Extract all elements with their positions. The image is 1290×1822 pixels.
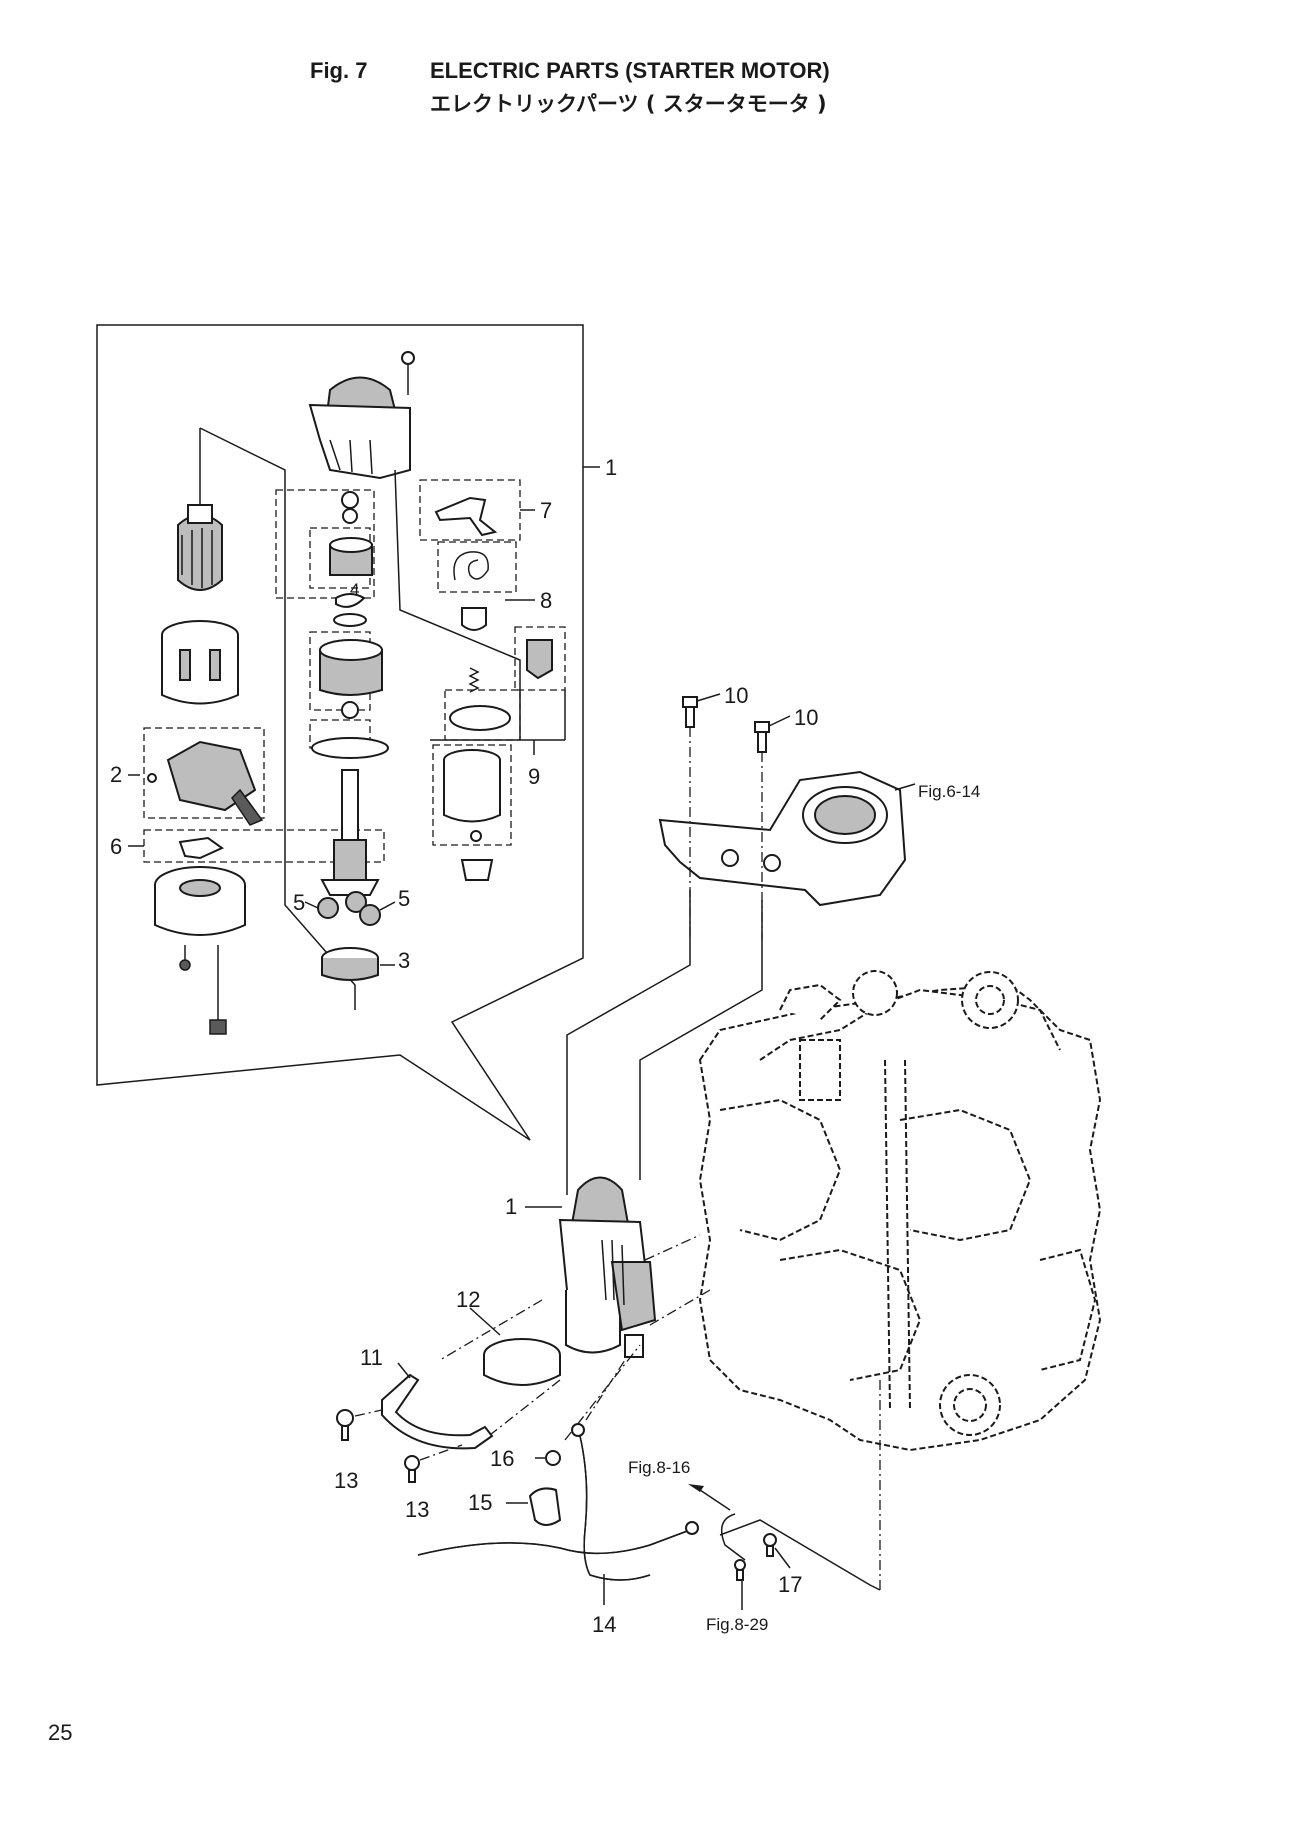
terminal-cap-part [460, 859, 494, 881]
figure-title-japanese: エレクトリックパーツ ( スタータモータ ) [430, 92, 827, 116]
bolt-10a [682, 696, 698, 728]
shaft-part [311, 737, 389, 896]
callout-10b: 10 [794, 705, 818, 730]
solenoid-body-part [443, 749, 501, 842]
end-cover-part [154, 866, 246, 1035]
solenoid-spring [468, 667, 480, 693]
callout-3: 3 [398, 948, 410, 973]
solenoid-gasket [449, 705, 511, 731]
callout-9: 9 [528, 764, 540, 789]
callout-17: 17 [778, 1572, 802, 1597]
engine-block [698, 970, 1102, 1452]
callout-4: 4 [350, 580, 359, 599]
bolt-10b [754, 721, 770, 753]
ref-fig-8-29: Fig.8-29 [706, 1615, 768, 1634]
brush-holder-part [147, 740, 264, 826]
spring-part [453, 551, 489, 581]
starter-bracket-part [381, 1373, 494, 1450]
callout-6: 6 [110, 834, 122, 859]
internal-gear-part [321, 947, 379, 981]
callout-5-left: 5 [293, 890, 305, 915]
contact-part [526, 639, 553, 680]
starter-motor-main [558, 1176, 657, 1358]
callout-15: 15 [468, 1490, 492, 1515]
callout-11: 11 [360, 1345, 383, 1370]
pinion-gear-part [329, 491, 373, 576]
bolt-13a [336, 1409, 354, 1441]
screw-17 [763, 1533, 777, 1557]
callout-14: 14 [592, 1612, 616, 1637]
callout-5-right: 5 [398, 886, 410, 911]
rubber-band-part [483, 1338, 561, 1386]
front-housing-part [308, 351, 415, 480]
lever-part [434, 496, 498, 537]
callout-7: 7 [540, 498, 552, 523]
planetary-gears-part [317, 891, 381, 926]
exploded-view-frame [96, 324, 584, 1141]
callout-16: 16 [490, 1446, 514, 1471]
callout-1-main: 1 [505, 1194, 517, 1219]
plunger-part [461, 607, 487, 631]
page-number: 25 [48, 1720, 73, 1745]
callout-13b: 13 [405, 1497, 429, 1522]
ref-fig-8-16: Fig.8-16 [628, 1458, 690, 1477]
terminal-cover-15 [528, 1487, 562, 1526]
figure-number: Fig. 7 [310, 58, 368, 83]
callout-13a: 13 [334, 1468, 358, 1493]
callout-2: 2 [110, 762, 122, 787]
engine-bracket [658, 770, 907, 907]
clutch-part [319, 593, 383, 719]
armature-part [161, 427, 356, 1010]
callout-12: 12 [456, 1287, 480, 1312]
bolt-13b [404, 1455, 420, 1483]
ref-fig-6-14: Fig.6-14 [918, 782, 980, 801]
figure-title: ELECTRIC PARTS (STARTER MOTOR) [430, 58, 830, 83]
callout-10a: 10 [724, 683, 748, 708]
plate-part [178, 836, 224, 860]
callout-1-assembly: 1 [605, 455, 617, 480]
screw-fig-8-29 [734, 1559, 746, 1581]
battery-cable-part [417, 1423, 699, 1581]
nut-16 [545, 1450, 561, 1466]
callout-8: 8 [540, 588, 552, 613]
